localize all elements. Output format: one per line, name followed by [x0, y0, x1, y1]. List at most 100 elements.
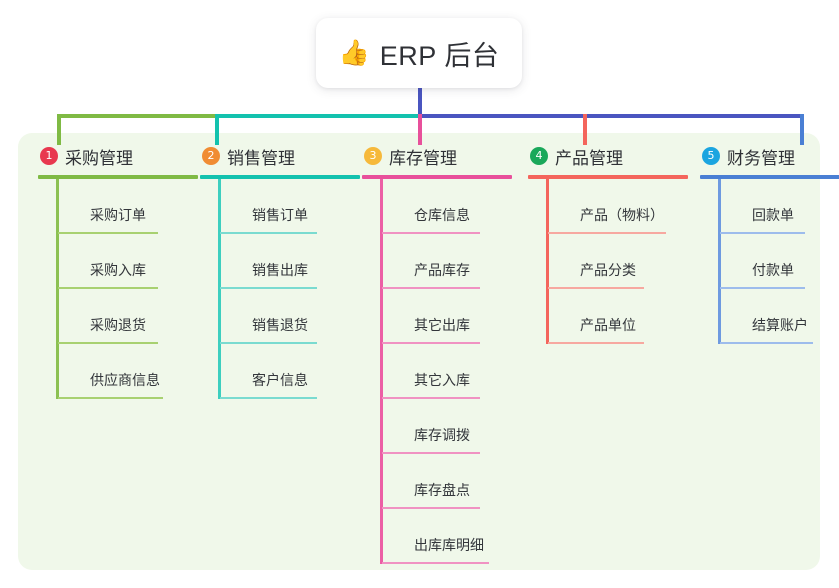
- branch-item[interactable]: 结算账户: [720, 289, 839, 344]
- page-title: ERP 后台: [379, 40, 500, 71]
- branch-item-label: 销售出库: [252, 262, 308, 278]
- branch-spine: [218, 179, 221, 399]
- branch-item[interactable]: 库存盘点: [382, 454, 512, 509]
- branch-item-rule: [382, 342, 480, 344]
- content-panel: [18, 133, 820, 570]
- connector-drop-3: [418, 114, 422, 145]
- branch-header[interactable]: 5 财务管理: [700, 144, 839, 168]
- branch-item-label: 结算账户: [752, 317, 808, 333]
- branch-item-rule: [58, 287, 158, 289]
- branch-item[interactable]: 销售出库: [220, 234, 360, 289]
- branch-number-badge: 3: [364, 147, 382, 165]
- thumbs-up-icon: 👍: [338, 38, 370, 67]
- branch-item-label: 客户信息: [252, 372, 308, 388]
- branch-item[interactable]: 客户信息: [220, 344, 360, 399]
- branch-item[interactable]: 供应商信息: [58, 344, 198, 399]
- branch-item[interactable]: 采购订单: [58, 179, 198, 234]
- branch-item[interactable]: 库存调拨: [382, 399, 512, 454]
- branch-number-badge: 5: [702, 147, 720, 165]
- branch-item-rule: [720, 232, 805, 234]
- branch-number-badge: 1: [40, 147, 58, 165]
- branch-item-label: 库存调拨: [414, 427, 470, 443]
- branch-header[interactable]: 1 采购管理: [38, 144, 198, 168]
- branch-title: 财务管理: [727, 148, 795, 168]
- branch-items: 产品（物料） 产品分类产品单位: [528, 179, 688, 344]
- branch-item[interactable]: 付款单: [720, 234, 839, 289]
- root-title-card[interactable]: 👍 ERP 后台: [316, 18, 522, 88]
- branch-title: 库存管理: [389, 148, 457, 168]
- branch-item-label: 库存盘点: [414, 482, 470, 498]
- branch-item[interactable]: 产品单位: [548, 289, 688, 344]
- branch-items: 销售订单销售出库销售退货客户信息: [200, 179, 360, 399]
- branch-header-rule: [38, 175, 198, 179]
- branch-item[interactable]: 其它出库: [382, 289, 512, 344]
- branch-spine: [56, 179, 59, 399]
- branch-item[interactable]: 产品库存: [382, 234, 512, 289]
- branch-item-rule: [220, 232, 317, 234]
- branch-item-rule: [58, 232, 158, 234]
- branch-title: 产品管理: [555, 148, 623, 168]
- branch-header-rule: [700, 175, 839, 179]
- branch-item-rule: [720, 287, 805, 289]
- connector-drop-4: [583, 114, 587, 145]
- branch-header[interactable]: 4 产品管理: [528, 144, 688, 168]
- branch-item-rule: [220, 342, 317, 344]
- branch-item-rule: [220, 287, 317, 289]
- branch-item-rule: [382, 507, 480, 509]
- branch-title: 采购管理: [65, 148, 133, 168]
- branch-item-rule: [720, 342, 813, 344]
- branch-item-rule: [220, 397, 317, 399]
- branch-item-rule: [382, 562, 489, 564]
- branch-items: 仓库信息产品库存其它出库其它入库库存调拨库存盘点出库库明细: [362, 179, 512, 564]
- connector-stem: [418, 88, 422, 116]
- branch-item-label: 采购退货: [90, 317, 146, 333]
- branch-item-rule: [58, 342, 158, 344]
- branch-item-rule: [548, 232, 666, 234]
- branch-items: 回款单付款单结算账户: [700, 179, 839, 344]
- branch-item-label: 产品（物料）: [580, 207, 664, 223]
- branch-item[interactable]: 产品（物料）: [548, 179, 688, 234]
- branch-item[interactable]: 回款单: [720, 179, 839, 234]
- branch-item-label: 销售退货: [252, 317, 308, 333]
- branch-item-rule: [382, 397, 480, 399]
- branch-item-label: 采购订单: [90, 207, 146, 223]
- branch-item-rule: [548, 287, 644, 289]
- branch-item-label: 产品库存: [414, 262, 470, 278]
- branch-header-rule: [362, 175, 512, 179]
- branch-item-label: 其它出库: [414, 317, 470, 333]
- branch-spine: [546, 179, 549, 344]
- branch-item[interactable]: 其它入库: [382, 344, 512, 399]
- branch-item[interactable]: 销售退货: [220, 289, 360, 344]
- branch-item-label: 出库库明细: [414, 537, 484, 553]
- branch-item-label: 产品单位: [580, 317, 636, 333]
- branch-item[interactable]: 仓库信息: [382, 179, 512, 234]
- branch-item-label: 付款单: [752, 262, 794, 278]
- branch-item[interactable]: 销售订单: [220, 179, 360, 234]
- branch-number-badge: 2: [202, 147, 220, 165]
- branch-item-rule: [382, 232, 480, 234]
- branch-item-rule: [548, 342, 644, 344]
- branch-item[interactable]: 采购入库: [58, 234, 198, 289]
- branch-header[interactable]: 2 销售管理: [200, 144, 360, 168]
- branch-item-label: 回款单: [752, 207, 794, 223]
- branch-item-rule: [58, 397, 163, 399]
- connector-bus-green: [57, 114, 217, 118]
- branch-item-label: 产品分类: [580, 262, 636, 278]
- branch-column-inventory: 3 库存管理 仓库信息产品库存其它出库其它入库库存调拨库存盘点出库库明细: [362, 144, 512, 564]
- branch-column-sales: 2 销售管理 销售订单销售出库销售退货客户信息: [200, 144, 360, 399]
- branch-item[interactable]: 产品分类: [548, 234, 688, 289]
- branch-item-label: 仓库信息: [414, 207, 470, 223]
- branch-item-label: 供应商信息: [90, 372, 160, 388]
- branch-title: 销售管理: [227, 148, 295, 168]
- branch-header-rule: [200, 175, 360, 179]
- connector-drop-5: [800, 114, 804, 145]
- branch-header[interactable]: 3 库存管理: [362, 144, 512, 168]
- branch-item-rule: [382, 287, 480, 289]
- branch-column-product: 4 产品管理 产品（物料） 产品分类产品单位: [528, 144, 688, 344]
- branch-item[interactable]: 出库库明细: [382, 509, 512, 564]
- branch-item-rule: [382, 452, 480, 454]
- connector-bus-blue: [418, 114, 804, 118]
- branch-item[interactable]: 采购退货: [58, 289, 198, 344]
- connector-drop-2: [215, 114, 219, 145]
- branch-item-label: 销售订单: [252, 207, 308, 223]
